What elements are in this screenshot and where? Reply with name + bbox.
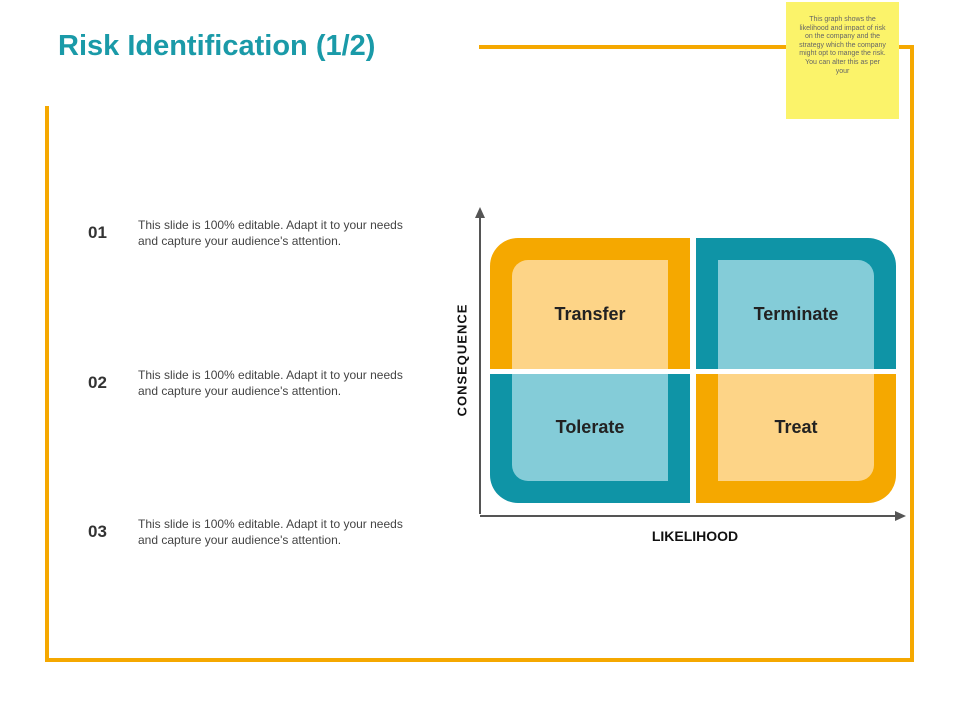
y-axis-label: CONSEQUENCE bbox=[454, 303, 470, 417]
quadrant-transfer-label: Transfer bbox=[554, 304, 626, 324]
item-text[interactable]: This slide is 100% editable. Adapt it to… bbox=[138, 368, 403, 398]
frame-bottom-border bbox=[45, 658, 914, 662]
quadrant-transfer[interactable]: Transfer bbox=[512, 260, 668, 369]
item-text[interactable]: This slide is 100% editable. Adapt it to… bbox=[138, 218, 403, 248]
quadrant-terminate-label: Terminate bbox=[753, 304, 839, 324]
item-number: 02 bbox=[88, 373, 107, 392]
quadrant-tolerate-label: Tolerate bbox=[555, 417, 625, 437]
quadrant-terminate[interactable]: Terminate bbox=[718, 260, 874, 369]
frame-left-border bbox=[45, 106, 49, 662]
sticky-note-text: This graph shows the likelihood and impa… bbox=[799, 16, 886, 75]
slide-title: Risk Identification (1/2) bbox=[58, 30, 376, 62]
x-axis-label: LIKELIHOOD bbox=[651, 528, 739, 544]
y-axis-arrow-icon bbox=[475, 207, 485, 218]
sticky-note[interactable]: This graph shows the likelihood and impa… bbox=[786, 2, 899, 119]
frame-right-border bbox=[910, 45, 914, 662]
frame-top-border bbox=[479, 45, 914, 49]
item-number: 01 bbox=[88, 223, 107, 242]
quadrant-tolerate[interactable]: Tolerate bbox=[512, 374, 668, 481]
item-text[interactable]: This slide is 100% editable. Adapt it to… bbox=[138, 517, 403, 547]
item-number: 03 bbox=[88, 522, 107, 541]
x-axis-arrow-icon bbox=[895, 511, 906, 521]
quadrant-treat-label: Treat bbox=[774, 417, 818, 437]
quadrant-treat[interactable]: Treat bbox=[718, 374, 874, 481]
